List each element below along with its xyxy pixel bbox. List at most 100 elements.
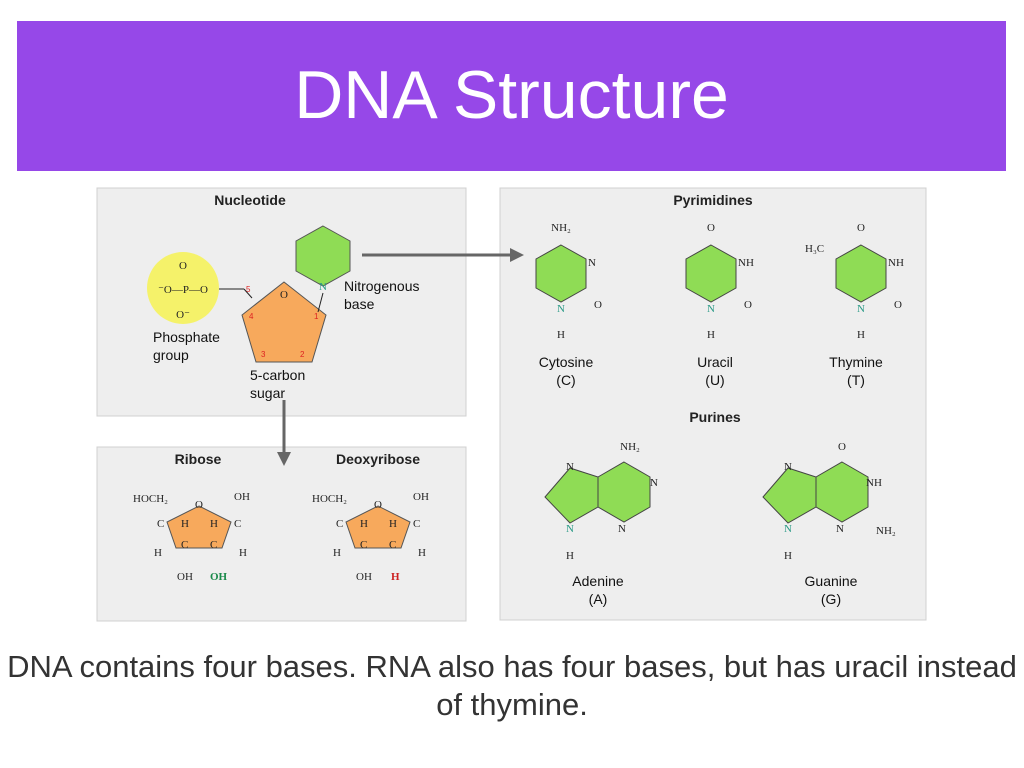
pyrimidines-heading: Pyrimidines	[673, 192, 753, 208]
deoxyribose-heading: Deoxyribose	[336, 451, 420, 467]
ribose-c4: C	[157, 518, 164, 530]
deoxyribose-pentagon	[345, 505, 411, 549]
purines-heading: Purines	[689, 409, 741, 425]
deoxyribose-c1: C	[413, 518, 420, 530]
phosphate-bottom-o: O⁻	[176, 309, 190, 321]
phosphate-circle	[147, 252, 219, 324]
base-n: N	[319, 281, 327, 293]
dna-structure-figure: Nucleotide O ⁻O—P—O O⁻ Phosphate group O…	[96, 187, 927, 622]
cytosine-n1: N	[557, 303, 565, 315]
phosphate-row: ⁻O—P—O	[158, 284, 208, 296]
cytosine-n3: N	[588, 257, 596, 269]
carbon-1: 1	[314, 312, 319, 321]
base-label-1: Nitrogenous	[344, 278, 420, 294]
adenine-abbr: (A)	[589, 591, 608, 607]
deoxyribose-h-a: H	[360, 518, 368, 530]
deoxyribose-c2: C	[389, 539, 396, 551]
slide-caption: DNA contains four bases. RNA also has fo…	[7, 649, 1017, 722]
uracil-ring	[685, 244, 737, 303]
adenine-n9: N	[566, 523, 574, 535]
adenine-five-ring	[544, 467, 599, 524]
thymine-name: Thymine	[829, 354, 883, 370]
ribose-c2: C	[210, 539, 217, 551]
cytosine-h: H	[557, 329, 565, 341]
ribose-h-a: H	[181, 518, 189, 530]
cytosine-abbr: (C)	[556, 372, 575, 388]
title-bar: DNA Structure	[17, 21, 1006, 171]
ribose-heading: Ribose	[175, 451, 222, 467]
deoxyribose-h-c: H	[333, 547, 341, 559]
ribose-h-c: H	[154, 547, 162, 559]
slide-title: DNA Structure	[294, 57, 729, 133]
cytosine-name: Cytosine	[539, 354, 594, 370]
guanine-n3: N	[836, 523, 844, 535]
uracil-n1: N	[707, 303, 715, 315]
deoxyribose-c3: C	[360, 539, 367, 551]
phosphate-label-2: group	[153, 347, 189, 363]
deoxyribose-hoch2: HOCH₂	[312, 493, 347, 505]
sugars-panel	[96, 446, 467, 622]
ribose-pentagon	[166, 505, 232, 549]
guanine-h: H	[784, 550, 792, 562]
uracil-o-top: O	[707, 222, 715, 234]
thymine-o-right: O	[894, 299, 902, 311]
uracil-abbr: (U)	[705, 372, 724, 388]
ribose-h-b: H	[210, 518, 218, 530]
ribose-hoch2: HOCH₂	[133, 493, 168, 505]
sugar-o: O	[280, 289, 288, 301]
thymine-n1: N	[857, 303, 865, 315]
deoxyribose-o: O	[374, 499, 382, 511]
arrow-to-bases-head	[510, 248, 524, 262]
ribose-oh-bottom-right: OH	[210, 571, 228, 583]
thymine-abbr: (T)	[847, 372, 865, 388]
thymine-ring	[835, 244, 887, 303]
deoxyribose-h-bottom-right: H	[391, 571, 400, 583]
deoxyribose-c4: C	[336, 518, 343, 530]
deoxyribose-h-d: H	[418, 547, 426, 559]
ribose-oh-top: OH	[234, 491, 250, 503]
cytosine-o: O	[594, 299, 602, 311]
adenine-nh2: NH₂	[620, 441, 640, 453]
carbon-2: 2	[300, 350, 305, 359]
adenine-h: H	[566, 550, 574, 562]
thymine-nh: NH	[888, 257, 904, 269]
guanine-o: O	[838, 441, 846, 453]
ribose-o: O	[195, 499, 203, 511]
sugar-base-bond	[317, 292, 324, 313]
phosphate-label-1: Phosphate	[153, 329, 220, 345]
ribose-c1: C	[234, 518, 241, 530]
sugar-label-2: sugar	[250, 385, 285, 401]
guanine-nh2: NH₂	[876, 525, 896, 537]
guanine-n7: N	[784, 461, 792, 473]
carbon-4: 4	[249, 312, 254, 321]
uracil-o-right: O	[744, 299, 752, 311]
cytosine-nh2: NH₂	[551, 222, 571, 234]
base-hexagon	[295, 225, 351, 287]
guanine-five-ring	[762, 467, 817, 524]
nucleotide-heading: Nucleotide	[214, 192, 286, 208]
phosphate-bond-line-2	[243, 288, 253, 299]
phosphate-top-o: O	[179, 260, 187, 272]
sugar-label-1: 5-carbon	[250, 367, 305, 383]
carbon-3: 3	[261, 350, 266, 359]
deoxyribose-h-b: H	[389, 518, 397, 530]
thymine-h3c: H₃C	[805, 243, 824, 255]
carbon-5: 5	[246, 285, 251, 294]
ribose-oh-bottom-left: OH	[177, 571, 193, 583]
arrow-to-sugars-head	[277, 452, 291, 466]
adenine-n3: N	[618, 523, 626, 535]
guanine-nh: NH	[866, 477, 882, 489]
ribose-c3: C	[181, 539, 188, 551]
adenine-n1: N	[650, 477, 658, 489]
adenine-name: Adenine	[572, 573, 624, 589]
guanine-n9: N	[784, 523, 792, 535]
guanine-abbr: (G)	[821, 591, 841, 607]
thymine-o-top: O	[857, 222, 865, 234]
deoxyribose-oh-top: OH	[413, 491, 429, 503]
ribose-h-d: H	[239, 547, 247, 559]
uracil-nh: NH	[738, 257, 754, 269]
guanine-name: Guanine	[805, 573, 858, 589]
cytosine-ring	[535, 244, 587, 303]
adenine-n7: N	[566, 461, 574, 473]
base-label-2: base	[344, 296, 375, 312]
